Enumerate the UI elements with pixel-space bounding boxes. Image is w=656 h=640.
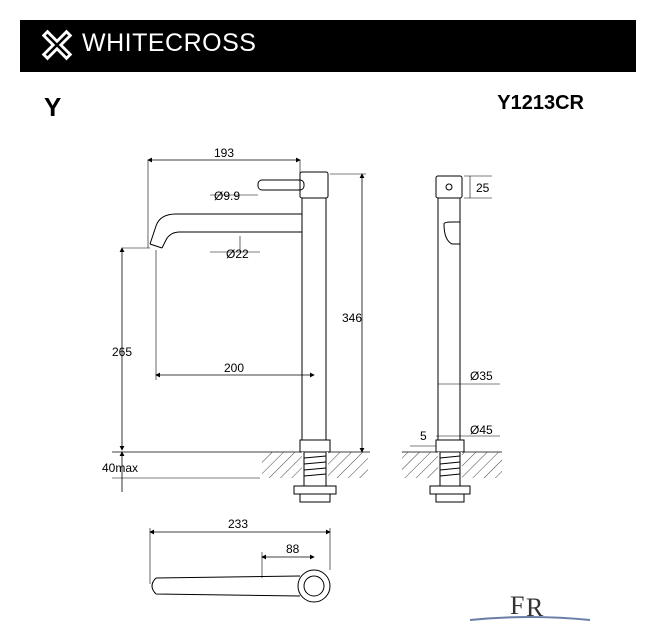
dim-body-height: 346 bbox=[342, 311, 362, 325]
dim-base-diameter: Ø45 bbox=[470, 423, 493, 437]
brand-header: WHITECROSS bbox=[20, 20, 636, 72]
svg-text:F: F bbox=[510, 591, 524, 620]
brand-name: WHITECROSS bbox=[82, 29, 257, 57]
dim-deck-thickness: 40max bbox=[102, 461, 138, 475]
series-letter: Y bbox=[44, 92, 62, 122]
dim-spout-outlet: Ø9.9 bbox=[214, 189, 240, 203]
dim-spout-height: 265 bbox=[112, 345, 132, 359]
fr-logo-icon: F R bbox=[469, 591, 591, 622]
dim-base-offset: 5 bbox=[420, 429, 427, 443]
cross-logo-icon bbox=[41, 29, 73, 61]
dim-top-width: 193 bbox=[214, 146, 234, 160]
model-number: Y1213CR bbox=[497, 92, 584, 114]
dim-spout-reach: 200 bbox=[224, 361, 244, 375]
dim-body-diameter: Ø35 bbox=[470, 369, 493, 383]
dim-handle-length: 88 bbox=[286, 542, 300, 556]
svg-text:R: R bbox=[526, 593, 544, 622]
dim-spout-pipe: Ø22 bbox=[226, 247, 249, 261]
dim-total-length: 233 bbox=[228, 517, 248, 531]
dim-handle-height: 25 bbox=[476, 181, 490, 195]
